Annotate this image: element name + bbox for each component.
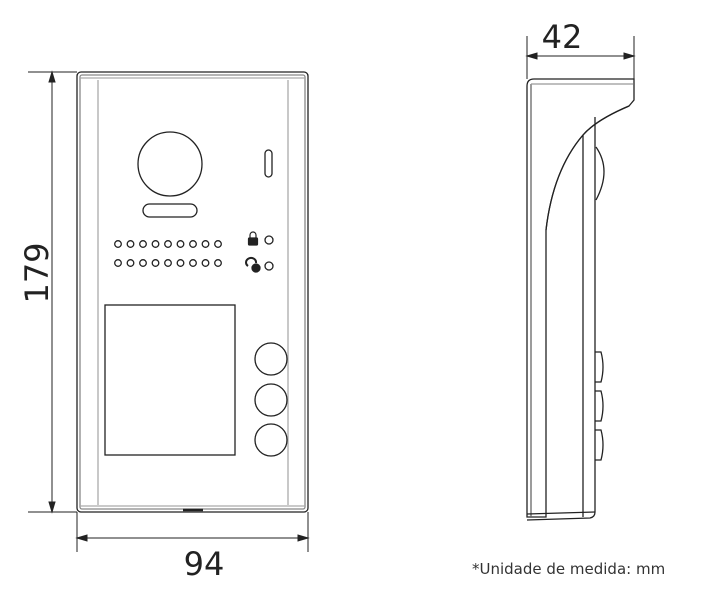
side-button-2	[595, 390, 604, 422]
unit-note: *Unidade de medida: mm	[472, 560, 666, 578]
doorbell-icon	[245, 256, 261, 273]
lock-status-led	[264, 235, 274, 245]
depth-label: 42	[542, 18, 583, 56]
front-view	[76, 71, 309, 513]
height-label: 179	[18, 242, 56, 303]
depth-dimension	[525, 36, 636, 79]
speaker-hole	[126, 259, 135, 267]
side-button-3	[595, 429, 604, 461]
call-button-3	[254, 423, 288, 457]
speaker-hole	[214, 240, 222, 248]
microphone-slot	[264, 149, 273, 178]
speaker-hole	[189, 240, 197, 248]
speaker-hole	[126, 240, 135, 248]
light-sensor-pill	[142, 203, 198, 218]
side-button-1	[595, 351, 604, 383]
speaker-hole	[164, 259, 172, 267]
height-dimension	[28, 70, 77, 514]
lock-icon	[247, 231, 259, 246]
width-dimension	[75, 512, 310, 552]
camera-bulge	[595, 146, 605, 201]
speaker-hole	[176, 259, 185, 267]
speaker-hole	[189, 259, 197, 267]
speaker-hole	[164, 240, 172, 248]
call-status-led	[264, 261, 274, 271]
name-card-window	[104, 304, 236, 456]
speaker-hole	[151, 240, 160, 248]
call-button-1	[254, 342, 288, 376]
speaker-hole	[139, 259, 147, 267]
speaker-grille	[114, 240, 222, 267]
speaker-hole	[114, 259, 122, 267]
camera-lens	[137, 131, 203, 197]
speaker-hole	[201, 240, 210, 248]
speaker-hole	[114, 240, 122, 248]
speaker-hole	[151, 259, 160, 267]
speaker-hole	[201, 259, 210, 267]
call-button-2	[254, 383, 288, 417]
speaker-hole	[139, 240, 147, 248]
front-inner-frame	[79, 74, 306, 510]
side-view	[526, 78, 635, 521]
width-label: 94	[184, 545, 225, 583]
speaker-hole	[176, 240, 185, 248]
speaker-hole	[214, 259, 222, 267]
front-outer-frame	[76, 71, 309, 513]
